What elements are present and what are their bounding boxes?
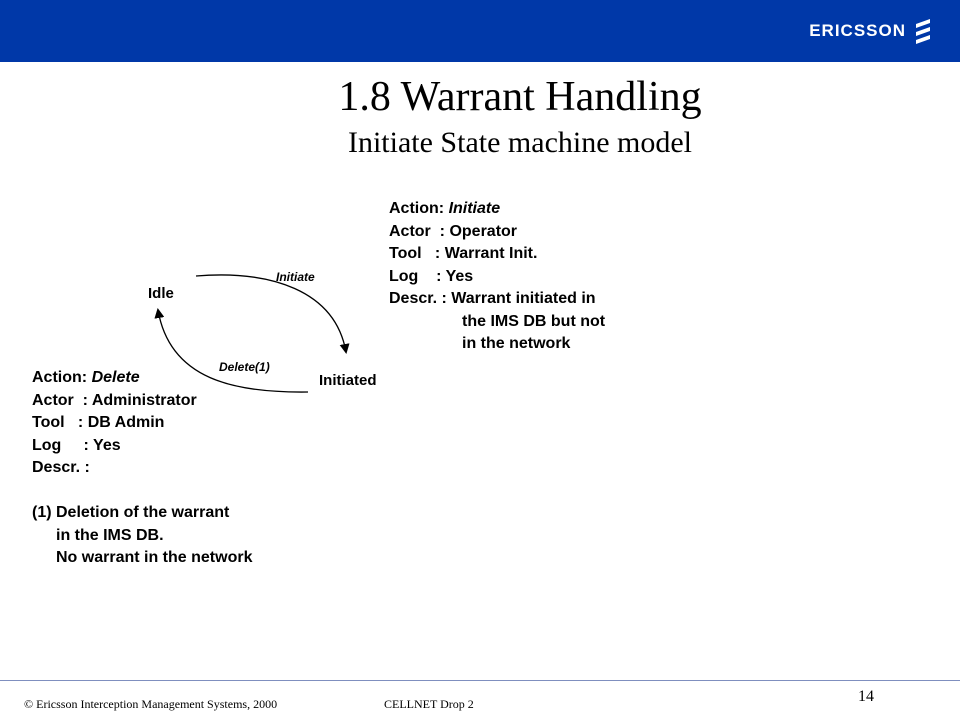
delete-action-value: Delete bbox=[91, 369, 140, 386]
delete-note-line3: No warrant in the network bbox=[56, 549, 253, 566]
ericsson-mark-icon bbox=[916, 19, 930, 44]
delete-log-row: Log : Yes bbox=[32, 436, 121, 454]
state-initiated-label: Initiated bbox=[319, 372, 377, 389]
header-bar: ERICSSON bbox=[0, 0, 960, 62]
delete-tool-row: Tool : DB Admin bbox=[32, 414, 165, 431]
delete-action-row: Action: Delete bbox=[32, 367, 252, 390]
slide-subtitle: Initiate State machine model bbox=[347, 126, 693, 159]
delete-descr-row: Descr. : bbox=[32, 459, 90, 476]
footer-doc-title: CELLNET Drop 2 bbox=[384, 697, 474, 711]
initiate-actor-row: Actor : Operator bbox=[389, 222, 518, 240]
footer-copyright: © Ericsson Interception Management Syste… bbox=[24, 697, 278, 711]
transition-initiate-arrow bbox=[195, 274, 350, 354]
state-idle-node bbox=[119, 272, 199, 312]
ericsson-logo: ERICSSON bbox=[809, 16, 932, 46]
initiate-descr-row: Descr. : Warrant initiated in bbox=[389, 290, 596, 307]
initiate-descr-line3: in the network bbox=[462, 335, 571, 352]
delete-info-box: Action: Delete Actor : Administrator Too… bbox=[32, 367, 252, 570]
footer-divider bbox=[0, 680, 960, 681]
state-initiated-node bbox=[307, 359, 399, 397]
transition-delete-arrow bbox=[154, 308, 309, 393]
initiate-action-row: Action: Initiate bbox=[389, 198, 605, 221]
initiate-info-box: Action: Initiate Actor : Operator Tool :… bbox=[389, 198, 605, 356]
initiate-descr-line2: the IMS DB but not bbox=[462, 312, 606, 330]
slide-title: 1.8 Warrant Handling bbox=[338, 74, 702, 120]
transition-initiate-label: Initiate bbox=[276, 270, 315, 284]
delete-note-line1: (1) Deletion of the warrant bbox=[32, 504, 230, 521]
logo-text: ERICSSON bbox=[809, 21, 906, 40]
initiate-log-row: Log : Yes bbox=[389, 267, 474, 285]
initiate-action-key: Action: bbox=[389, 200, 445, 217]
state-idle-label: Idle bbox=[148, 285, 174, 302]
initiate-action-value: Initiate bbox=[448, 200, 501, 217]
delete-action-key: Action: bbox=[32, 369, 88, 386]
delete-actor-row: Actor : Administrator bbox=[32, 391, 197, 409]
delete-spacer bbox=[32, 480, 252, 503]
page-number: 14 bbox=[858, 688, 874, 705]
transition-delete-label: Delete(1) bbox=[219, 360, 270, 374]
initiate-tool-row: Tool : Warrant Init. bbox=[389, 245, 538, 262]
delete-note-line2: in the IMS DB. bbox=[56, 526, 164, 544]
